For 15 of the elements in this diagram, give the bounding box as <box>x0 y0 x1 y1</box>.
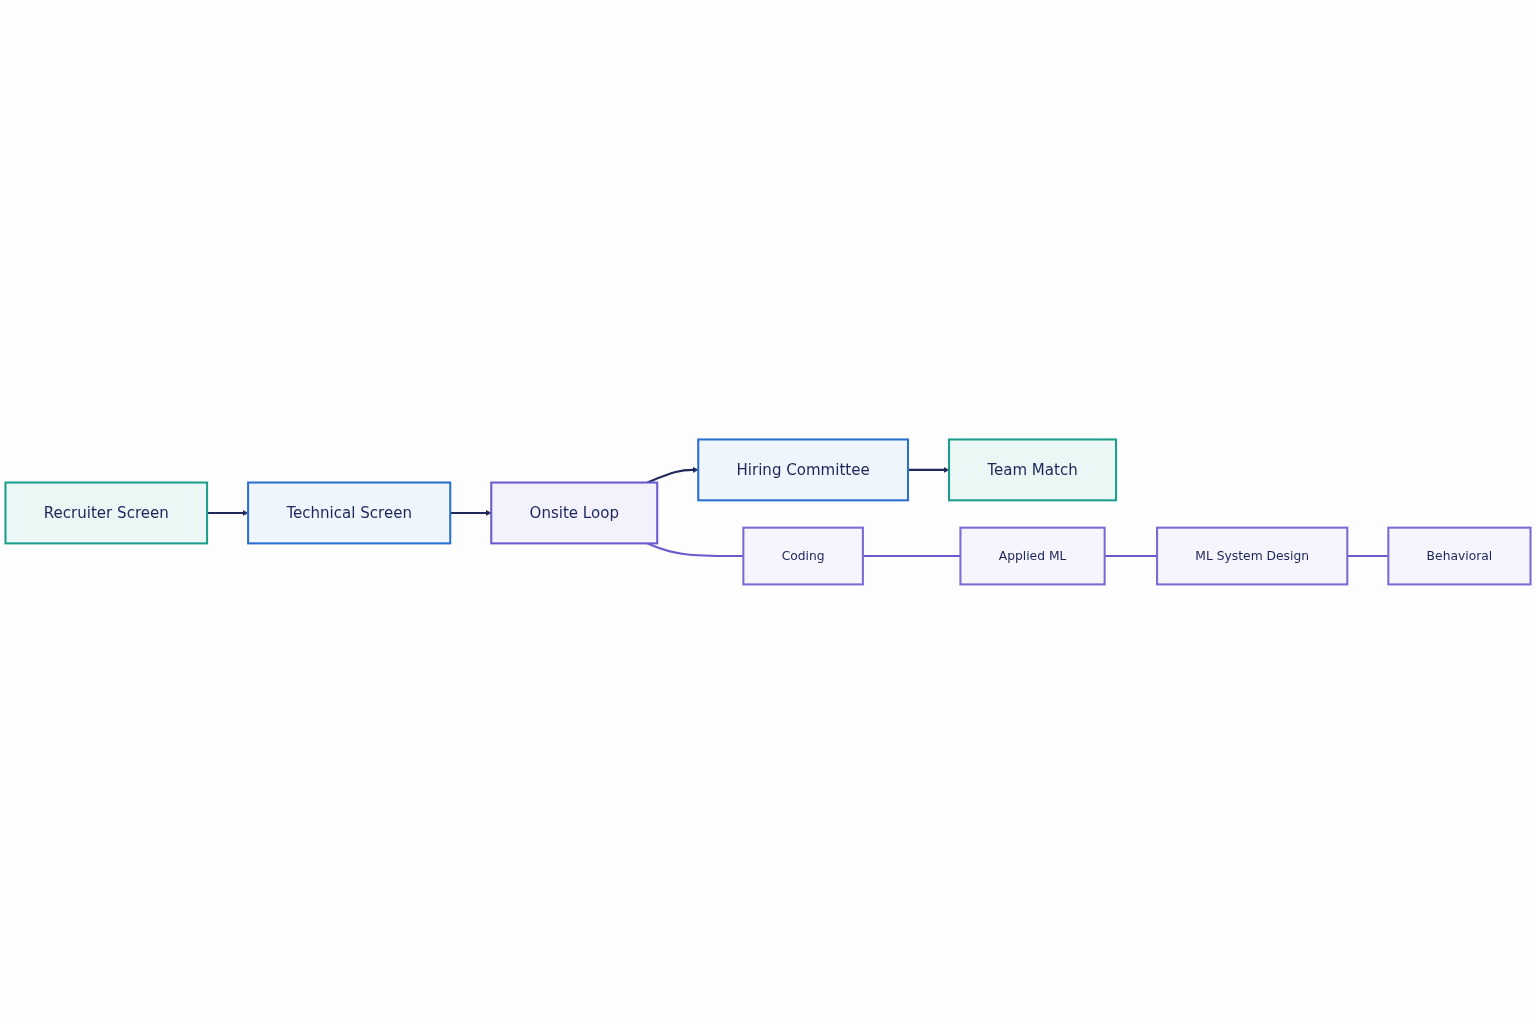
arrow <box>450 510 492 517</box>
node-box: Coding <box>742 526 864 586</box>
connector <box>1347 555 1389 558</box>
node-box: Behavioral <box>1387 526 1532 586</box>
arrow <box>207 510 249 517</box>
node-box: Technical Screen <box>247 481 452 545</box>
connector <box>862 555 961 558</box>
connector <box>1104 555 1158 558</box>
arrow <box>908 466 950 473</box>
node-box: Team Match <box>948 438 1118 502</box>
node-box: Onsite Loop <box>490 481 659 545</box>
node-box: Applied ML <box>959 526 1106 586</box>
node-box: Hiring Committee <box>697 438 910 502</box>
node-box: Recruiter Screen <box>4 481 209 545</box>
node-box: ML System Design <box>1156 526 1349 586</box>
